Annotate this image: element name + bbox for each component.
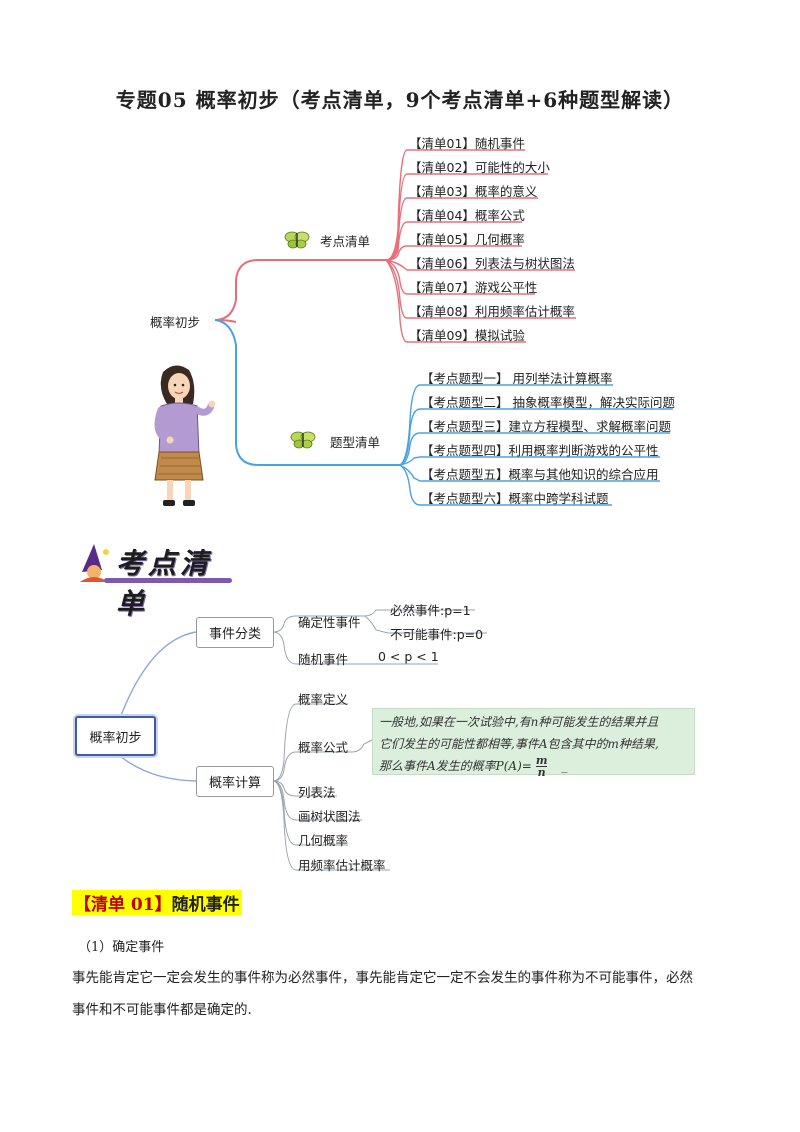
certain-event-node: 确定性事件 <box>298 615 361 630</box>
branch-types: 题型清单 <box>330 435 381 450</box>
prob-formula-node: 概率公式 <box>298 740 349 755</box>
formula-line: 它们发生的可能性都相等,事件A包含其中的m种结果, <box>379 737 659 751</box>
method-node: 列表法 <box>298 785 336 800</box>
checklist-item: 【清单01】随机事件 <box>409 136 525 151</box>
prob-def-node: 概率定义 <box>298 692 349 707</box>
detail-root-node: 概率初步 <box>75 716 156 756</box>
formula-note: 一般地,如果在一次试验中,有n种可能发生的结果并且 它们发生的可能性都相等,事件… <box>372 708 695 778</box>
prob-calc-node: 概率计算 <box>196 766 274 797</box>
section-title: 随机事件 <box>171 895 240 915</box>
butterfly-icon <box>290 430 316 454</box>
impossible-event-node: 不可能事件:p=0 <box>390 627 484 642</box>
subheading: （1）确定事件 <box>78 940 165 955</box>
paragraph-line: 事件和不可能事件都是确定的. <box>72 1002 252 1018</box>
checklist-item: 【清单06】列表法与树状图法 <box>409 256 575 271</box>
checklist-item: 【清单05】几何概率 <box>409 232 525 247</box>
checklist-banner: 考点清单 <box>74 538 234 620</box>
checklist-item: 【清单09】模拟试验 <box>409 328 525 343</box>
banner-title: 考点清单 <box>116 547 213 620</box>
type-item: 【考点题型三】建立方程模型、求解概率问题 <box>421 419 672 434</box>
checklist-item: 【清单08】利用频率估计概率 <box>409 304 575 319</box>
random-event-node: 随机事件 <box>298 652 349 667</box>
formula-line: 一般地,如果在一次试验中,有n种可能发生的结果并且 <box>379 715 659 729</box>
formula-line-text: 那么事件A发生的概率P(A)= <box>379 759 532 773</box>
event-class-node: 事件分类 <box>196 617 274 648</box>
mindmap-root: 概率初步 <box>150 315 201 330</box>
teacher-illustration <box>145 362 216 516</box>
section-bracket: 【清单 01】 <box>74 895 172 915</box>
banner-underline <box>104 578 232 583</box>
branch-checklist: 考点清单 <box>320 234 371 249</box>
random-range: 0 < p < 1 <box>378 649 439 664</box>
page-title: 专题05 概率初步（考点清单，9个考点清单+6种题型解读） <box>115 88 685 112</box>
type-item: 【考点题型一】 用列举法计算概率 <box>421 371 613 386</box>
method-node: 画树状图法 <box>298 809 361 824</box>
method-node: 几何概率 <box>298 833 349 848</box>
section-heading: 【清单 01】随机事件 <box>72 890 242 915</box>
fraction-tail: _ <box>561 759 568 773</box>
type-item: 【考点题型二】 抽象概率模型，解决实际问题 <box>421 395 675 410</box>
fraction-denominator: n <box>537 766 546 779</box>
checklist-item: 【清单02】可能性的大小 <box>409 160 550 175</box>
checklist-item: 【清单07】游戏公平性 <box>409 280 538 295</box>
paragraph-line: 事先能肯定它一定会发生的事件称为必然事件，事先能肯定它一定不会发生的事件称为不可… <box>72 970 693 986</box>
checklist-item: 【清单04】概率公式 <box>409 208 525 223</box>
type-item: 【考点题型四】利用概率判断游戏的公平性 <box>421 443 659 458</box>
checklist-item: 【清单03】概率的意义 <box>409 184 538 199</box>
sure-event-node: 必然事件:p=1 <box>390 603 471 618</box>
fraction-numerator: m <box>535 754 548 767</box>
witch-icon <box>76 542 112 588</box>
type-item: 【考点题型六】概率中跨学科试题 <box>421 491 609 506</box>
type-item: 【考点题型五】概率与其他知识的综合应用 <box>421 467 659 482</box>
butterfly-icon <box>284 230 310 254</box>
method-node: 用频率估计概率 <box>298 858 386 873</box>
